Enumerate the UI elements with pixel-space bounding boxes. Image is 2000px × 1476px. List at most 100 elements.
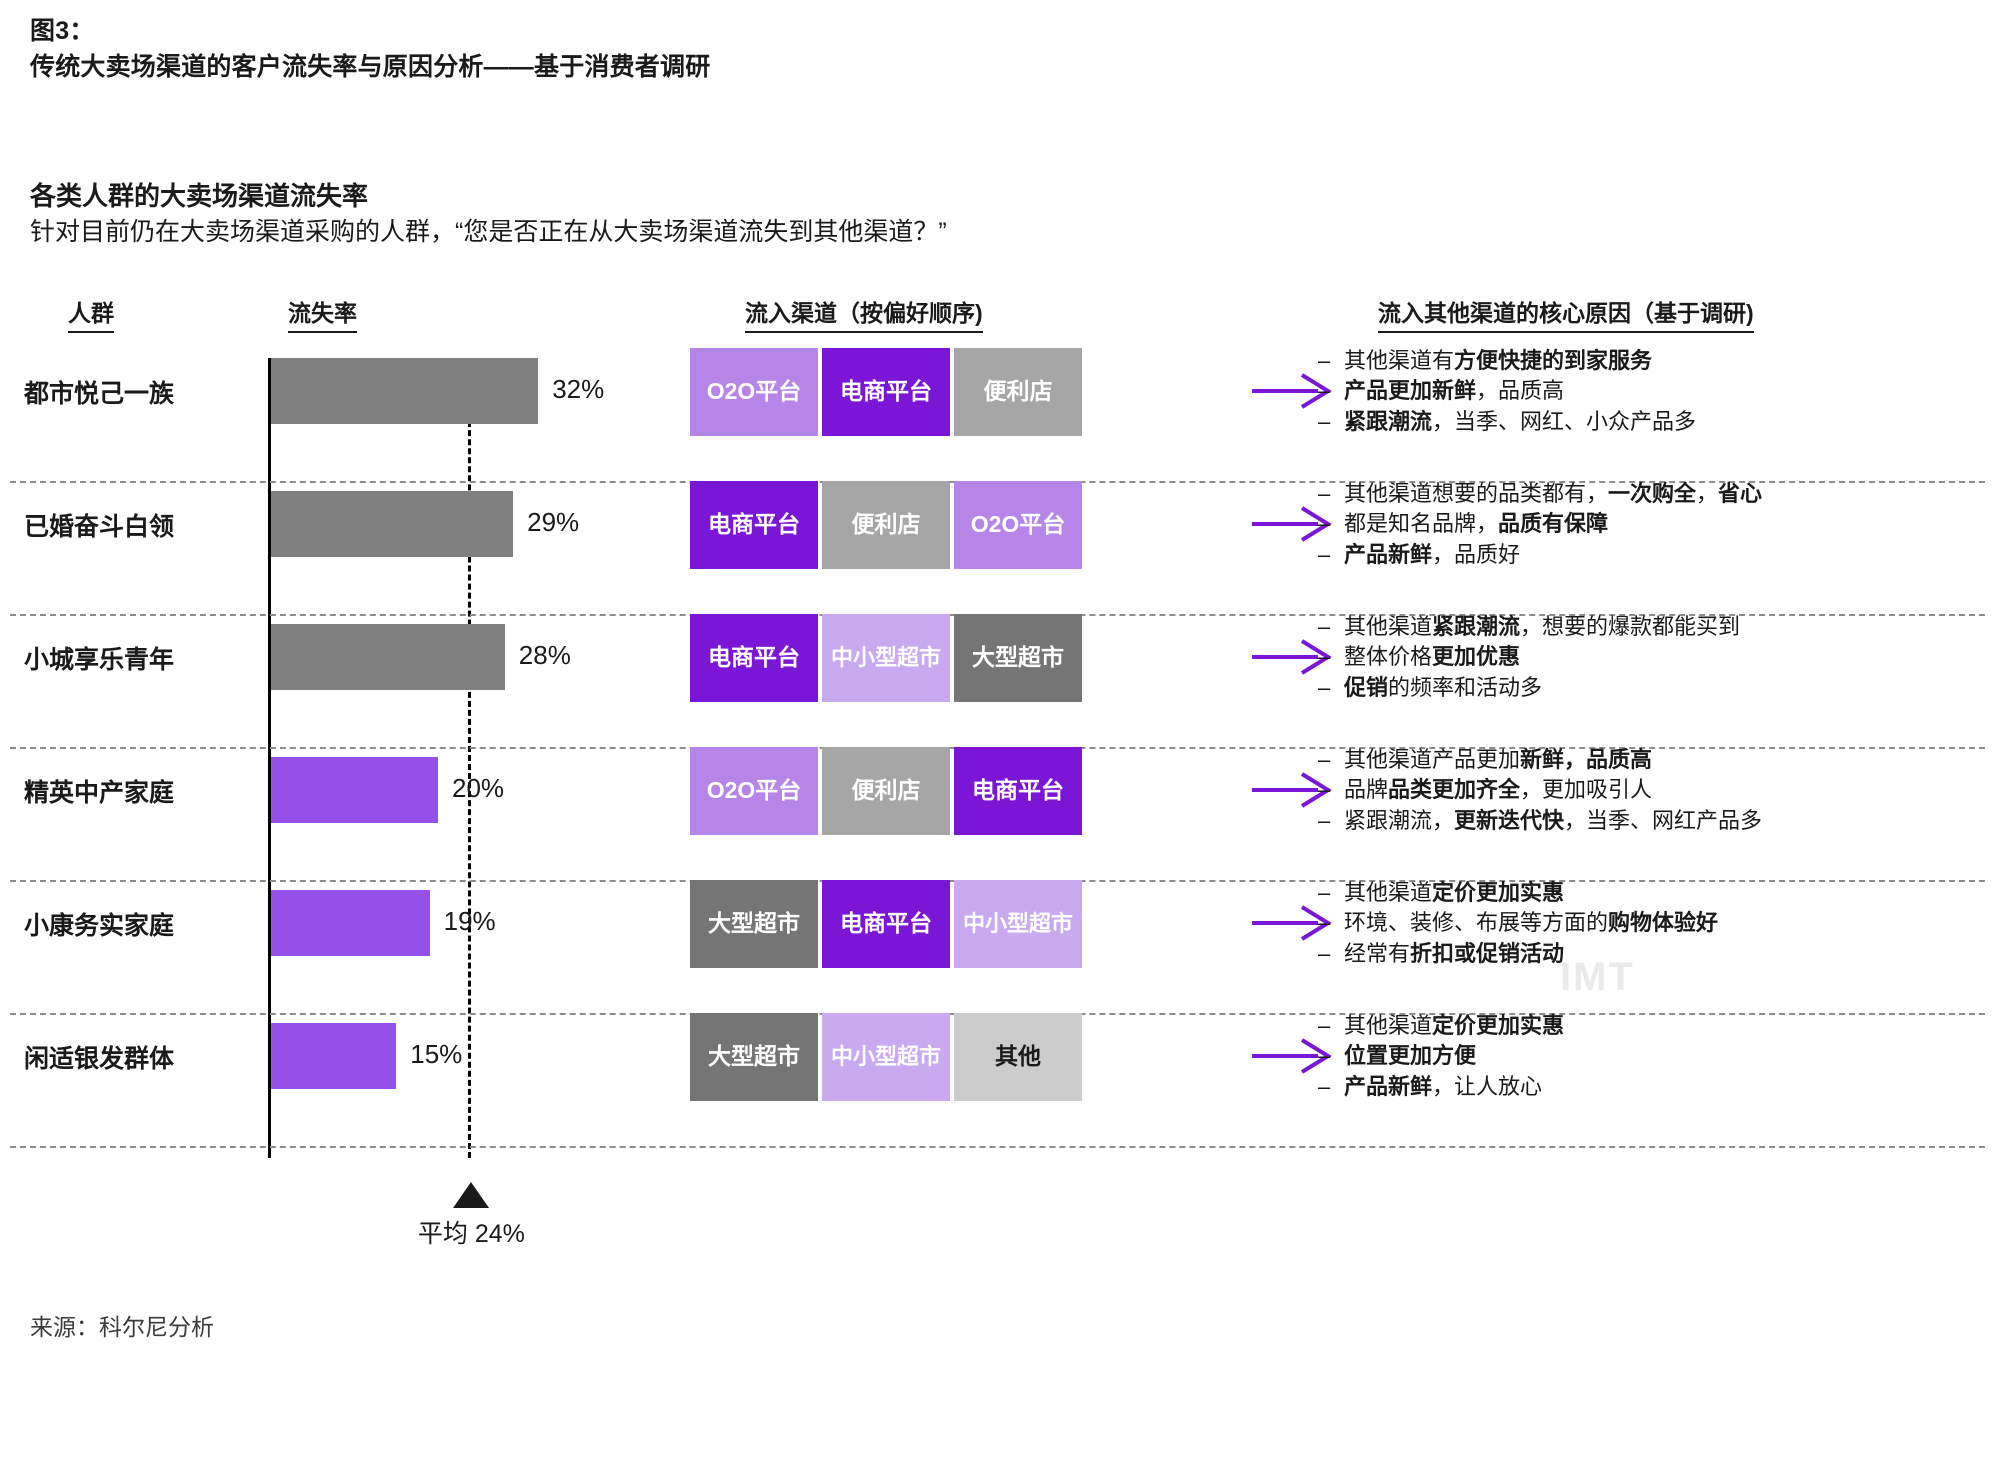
column-header-reason: 流入其他渠道的核心原因（基于调研) bbox=[1378, 294, 1754, 333]
reason-text: 产品更加新鲜，品质高 bbox=[1344, 378, 1565, 404]
channel-label-line: 电商平台 bbox=[708, 644, 800, 671]
reason-text: 其他渠道定价更加实惠 bbox=[1344, 1013, 1565, 1038]
bar-value-label: 19% bbox=[443, 906, 496, 936]
reason-item: –其他渠道有方便快捷的到家服务 bbox=[1318, 346, 2000, 376]
watermark: IMT bbox=[1560, 955, 1635, 999]
reason-text: 其他渠道想要的品类都有，一次购全，省心 bbox=[1344, 481, 1763, 506]
group-label: 已婚奋斗白领 bbox=[24, 513, 175, 541]
reason-item: –品牌品类更加齐全，更加吸引人 bbox=[1318, 775, 2000, 805]
bullet-dash-icon: – bbox=[1318, 1013, 1331, 1038]
reason-list: –其他渠道定价更加实惠–环境、装修、布展等方面的购物体验好–经常有折扣或促销活动 bbox=[1318, 878, 2000, 969]
flow-arrow-icon bbox=[1250, 637, 1332, 677]
channel-box-2: 电商平台 bbox=[822, 348, 950, 436]
bullet-dash-icon: – bbox=[1318, 541, 1331, 567]
reason-item: –产品新鲜，让人放心 bbox=[1318, 1072, 2000, 1102]
bar-value-label: 15% bbox=[410, 1039, 463, 1069]
reason-text: 紧跟潮流，更新迭代快，当季、网红产品多 bbox=[1344, 807, 1763, 833]
flow-arrow-icon bbox=[1250, 903, 1332, 943]
channel-label-line: 大型超市 bbox=[708, 910, 800, 937]
bar bbox=[271, 491, 514, 557]
channel-label-line: 中小型 bbox=[962, 910, 1029, 936]
channel-label-line: 超市 bbox=[897, 644, 942, 670]
flow-arrow-icon bbox=[1250, 1036, 1332, 1076]
bullet-dash-icon: – bbox=[1318, 880, 1331, 905]
reason-text: 其他渠道定价更加实惠 bbox=[1344, 880, 1565, 905]
group-label: 都市悦己一族 bbox=[24, 380, 175, 408]
reason-text: 产品新鲜，让人放心 bbox=[1344, 1073, 1543, 1099]
y-axis-line bbox=[268, 358, 271, 1158]
reason-text: 都是知名品牌，品质有保障 bbox=[1344, 511, 1609, 537]
channel-label-line: 超市 bbox=[1029, 910, 1074, 936]
channel-box-2: 便利店 bbox=[822, 481, 950, 569]
channel-label-line: 大型超市 bbox=[972, 644, 1064, 671]
reason-list: –其他渠道想要的品类都有，一次购全，省心–都是知名品牌，品质有保障–产品新鲜，品… bbox=[1318, 479, 2000, 570]
average-reference-line bbox=[468, 358, 472, 1158]
row-separator bbox=[10, 1146, 1985, 1148]
channel-box-1: 电商平台 bbox=[690, 614, 818, 702]
bullet-dash-icon: – bbox=[1318, 378, 1331, 404]
chart-plot-area bbox=[268, 358, 1980, 1158]
channel-box-3: O2O平台 bbox=[954, 481, 1082, 569]
channel-label-line: 大型超市 bbox=[708, 1043, 800, 1070]
channel-label-line: 电商平台 bbox=[972, 777, 1064, 804]
channel-box-2: 中小型超市 bbox=[822, 1013, 950, 1101]
bullet-dash-icon: – bbox=[1318, 1043, 1331, 1069]
reason-text: 紧跟潮流，当季、网红、小众产品多 bbox=[1344, 408, 1697, 434]
bar-value-label: 20% bbox=[452, 773, 505, 803]
reason-item: –环境、装修、布展等方面的购物体验好 bbox=[1318, 908, 2000, 938]
column-header-rate: 流失率 bbox=[288, 294, 357, 333]
group-label: 小城享乐青年 bbox=[24, 646, 175, 674]
channel-box-1: O2O平台 bbox=[690, 747, 818, 835]
bar-value-label: 29% bbox=[527, 507, 580, 537]
source-note: 来源：科尔尼分析 bbox=[30, 1314, 214, 1340]
group-label: 精英中产家庭 bbox=[24, 779, 175, 807]
group-label: 小康务实家庭 bbox=[24, 912, 175, 940]
reason-text: 其他渠道产品更加新鲜，品质高 bbox=[1344, 747, 1653, 772]
bullet-dash-icon: – bbox=[1318, 408, 1331, 434]
bullet-dash-icon: – bbox=[1318, 348, 1331, 373]
column-header-group: 人群 bbox=[68, 294, 114, 333]
reason-text: 促销的频率和活动多 bbox=[1344, 674, 1543, 700]
reason-item: –位置更加方便 bbox=[1318, 1041, 2000, 1071]
reason-text: 其他渠道有方便快捷的到家服务 bbox=[1344, 348, 1653, 373]
channel-label-line: 便利店 bbox=[983, 378, 1053, 405]
bullet-dash-icon: – bbox=[1318, 644, 1331, 670]
bullet-dash-icon: – bbox=[1318, 511, 1331, 537]
reason-text: 位置更加方便 bbox=[1344, 1043, 1477, 1069]
reason-item: –其他渠道定价更加实惠 bbox=[1318, 1011, 2000, 1041]
figure-title-block: 图3： 传统大卖场渠道的客户流失率与原因分析——基于消费者调研 bbox=[30, 14, 710, 85]
bar bbox=[271, 624, 505, 690]
reason-list: –其他渠道紧跟潮流，想要的爆款都能买到–整体价格更加优惠–促销的频率和活动多 bbox=[1318, 612, 2000, 703]
bullet-dash-icon: – bbox=[1318, 674, 1331, 700]
reason-text: 产品新鲜，品质好 bbox=[1344, 541, 1521, 567]
bullet-dash-icon: – bbox=[1318, 940, 1331, 966]
bar-value-label: 28% bbox=[518, 640, 571, 670]
reason-text: 品牌品类更加齐全，更加吸引人 bbox=[1344, 777, 1653, 803]
reason-item: –紧跟潮流，更新迭代快，当季、网红产品多 bbox=[1318, 806, 2000, 836]
figure-number: 图3： bbox=[30, 17, 95, 45]
channel-box-1: 大型超市 bbox=[690, 1013, 818, 1101]
channel-box-2: 便利店 bbox=[822, 747, 950, 835]
reason-list: –其他渠道定价更加实惠–位置更加方便–产品新鲜，让人放心 bbox=[1318, 1011, 2000, 1102]
group-label: 闲适银发群体 bbox=[24, 1045, 175, 1073]
bar bbox=[271, 890, 430, 956]
triangle-icon bbox=[453, 1182, 490, 1208]
channel-label-line: 电商平台 bbox=[840, 910, 932, 937]
flow-arrow-icon bbox=[1250, 504, 1332, 544]
reason-item: –促销的频率和活动多 bbox=[1318, 673, 2000, 703]
reason-item: –整体价格更加优惠 bbox=[1318, 642, 2000, 672]
channel-label-line: O2O平台 bbox=[706, 777, 802, 804]
reason-item: –经常有折扣或促销活动 bbox=[1318, 939, 2000, 969]
bullet-dash-icon: – bbox=[1318, 1073, 1331, 1099]
reason-list: –其他渠道有方便快捷的到家服务–产品更加新鲜，品质高–紧跟潮流，当季、网红、小众… bbox=[1318, 346, 2000, 437]
channel-box-1: O2O平台 bbox=[690, 348, 818, 436]
reason-item: –其他渠道想要的品类都有，一次购全，省心 bbox=[1318, 479, 2000, 509]
channel-box-1: 大型超市 bbox=[690, 880, 818, 968]
bullet-dash-icon: – bbox=[1318, 777, 1331, 803]
channel-label-line: 中小型 bbox=[830, 1043, 897, 1069]
channel-box-3: 其他 bbox=[954, 1013, 1082, 1101]
